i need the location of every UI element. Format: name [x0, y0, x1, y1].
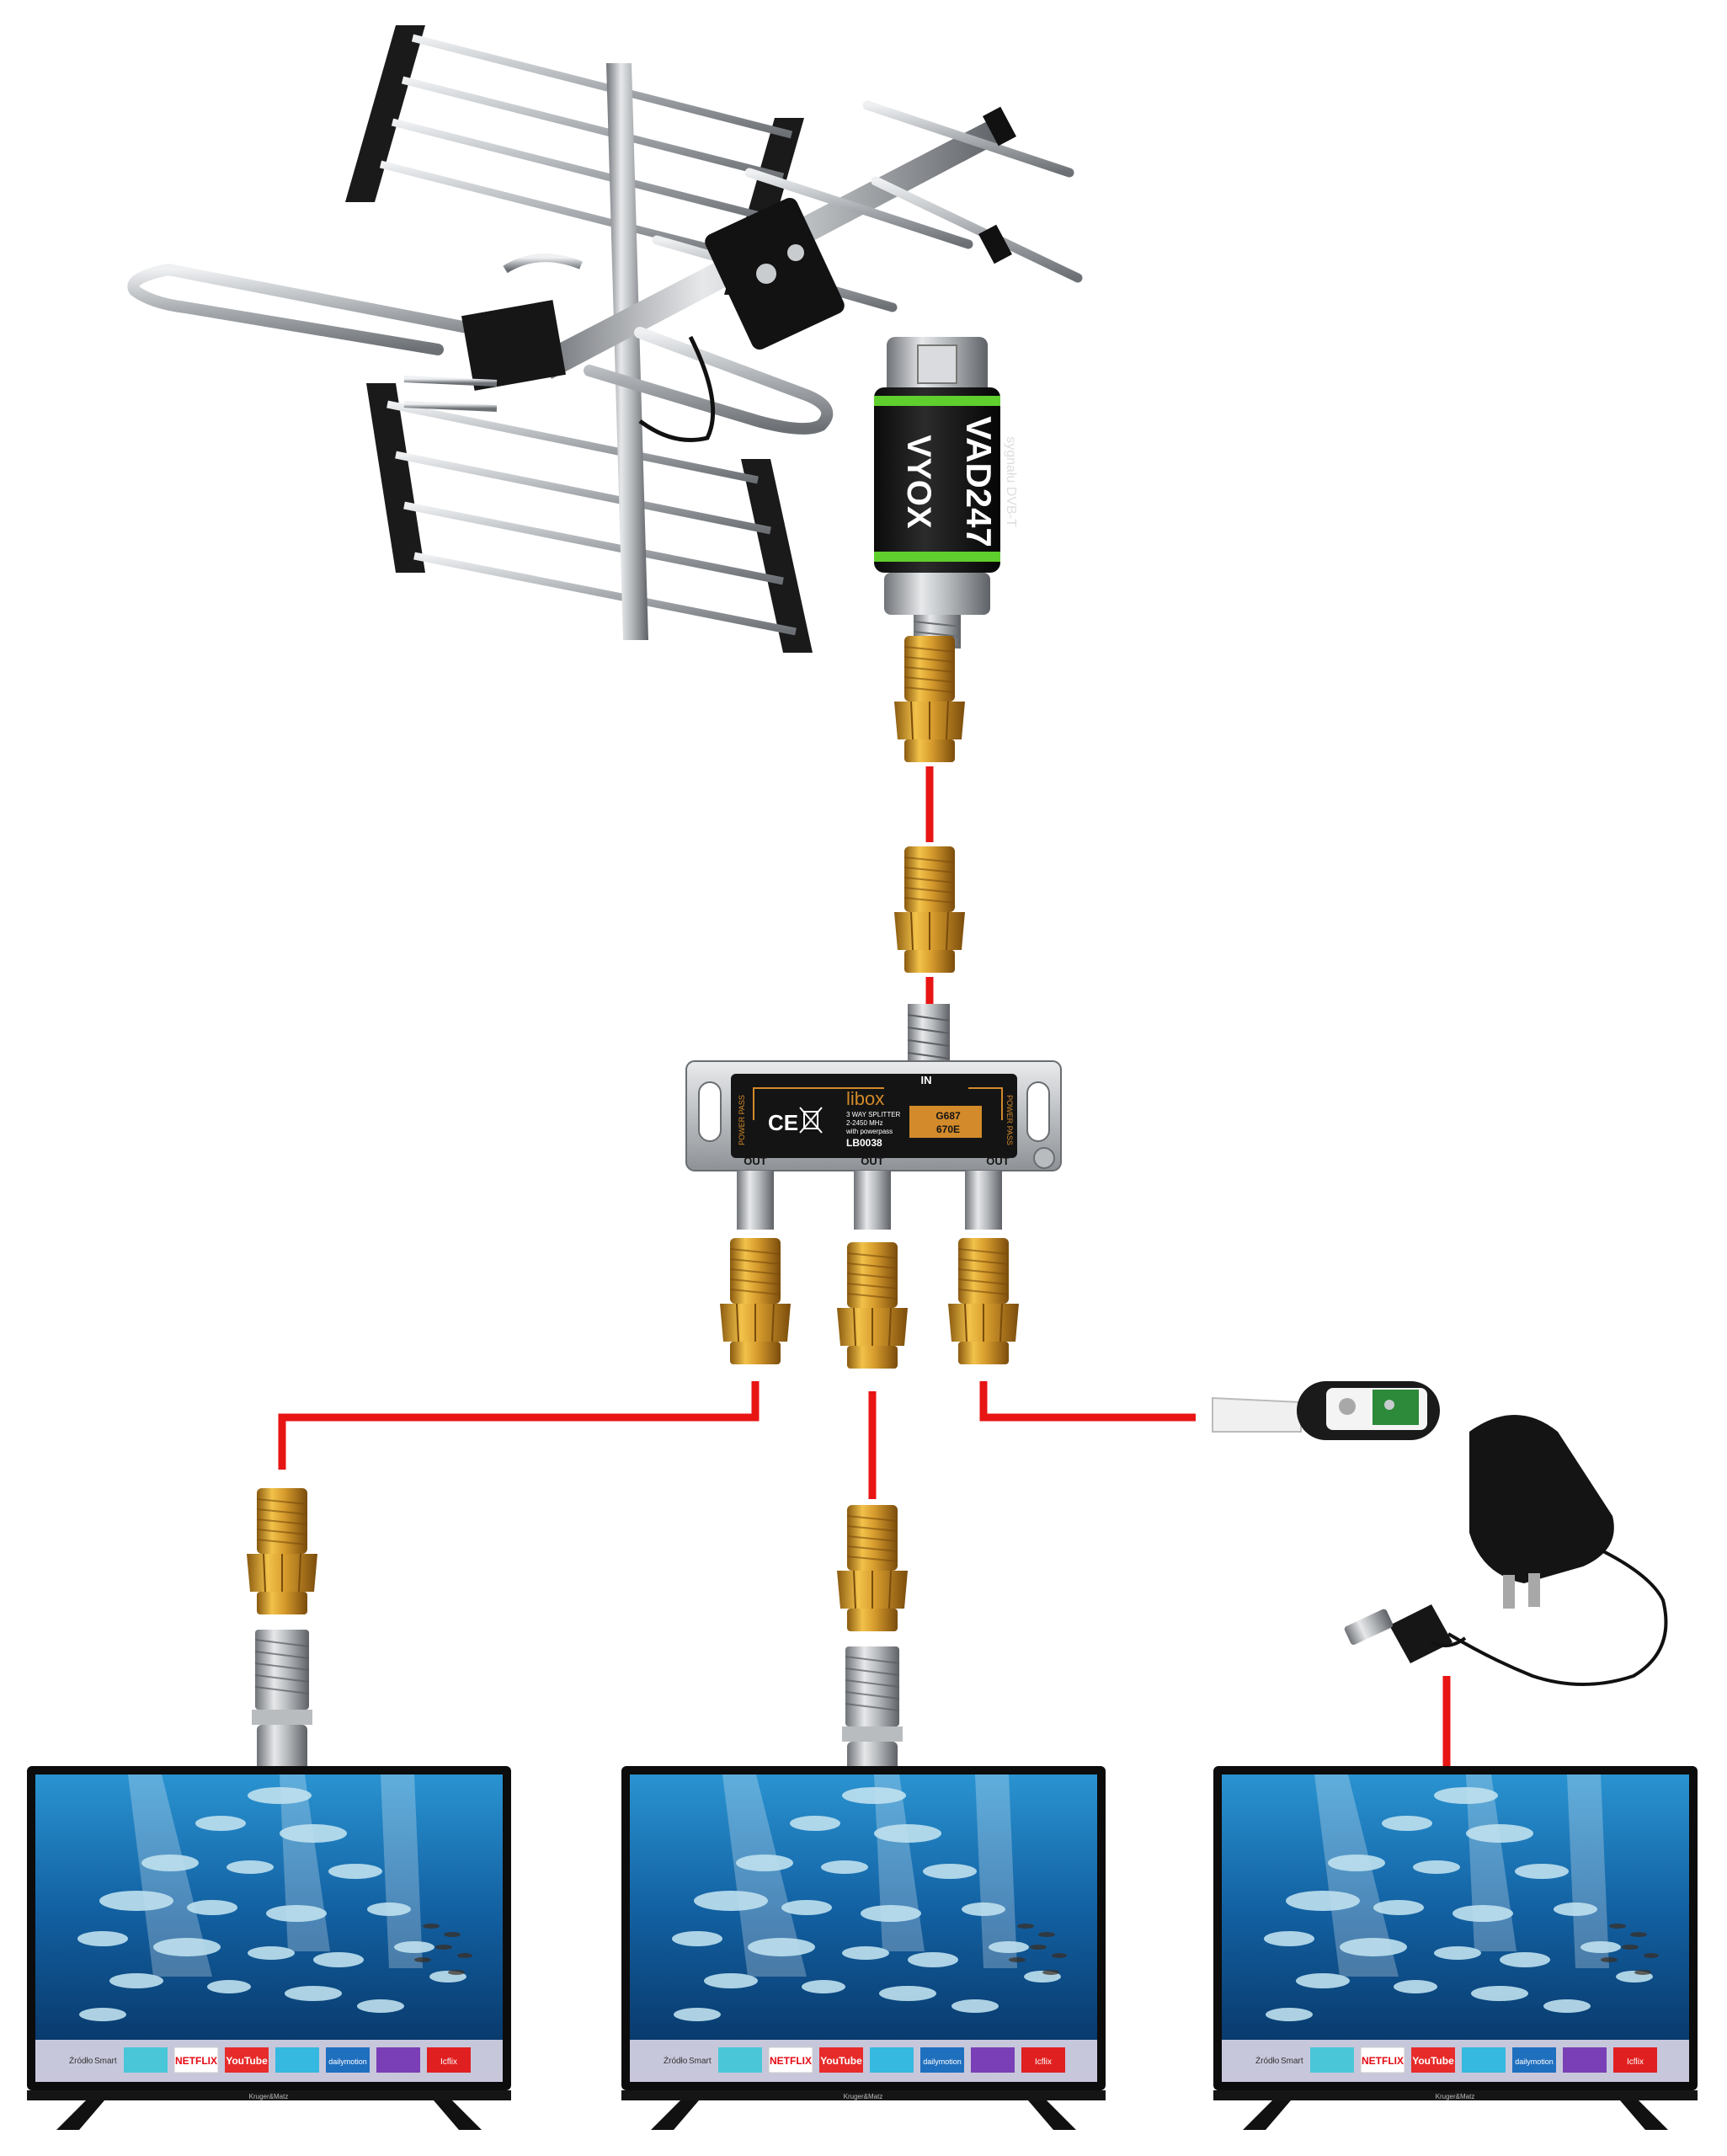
- tv-right-app-dailymotion: dailymotion: [1515, 2057, 1554, 2066]
- splitter-brand-label: libox: [846, 1088, 884, 1109]
- tv-left-app-netflix: NETFLIX: [175, 2055, 217, 2067]
- amplifier-brand-label: VYOX: [900, 435, 937, 528]
- f-connector-splitter-in: [893, 846, 966, 974]
- antenna-reflector-lower: [366, 383, 813, 653]
- tv-right-brand: Kruger&Matz: [1436, 2093, 1475, 2100]
- tv-left-brand: Kruger&Matz: [249, 2093, 289, 2100]
- tv-center: Źródło Smart NETFLIX YouTube dailymotion…: [621, 1765, 1106, 2131]
- splitter-desc-line2: 2-2450 MHz: [846, 1119, 883, 1127]
- amplifier-model-label: VAD247: [959, 416, 999, 547]
- f-connector-amp-out: [893, 635, 966, 763]
- f-connector-tv-left: [246, 1487, 318, 1615]
- three-way-splitter: IN CE libox 3 WAY SPLITTER 2-2450 MHz wi…: [685, 1004, 1062, 1230]
- tv-center-dock-smart: Smart: [689, 2057, 712, 2066]
- tv-left-app-dailymotion: dailymotion: [328, 2057, 367, 2066]
- splitter-power-pass-right: POWER PASS: [1005, 1095, 1014, 1145]
- tv-center-app-dailymotion: dailymotion: [923, 2057, 962, 2066]
- signal-amplifier: VAD247 sygnału DVB-T VYOX: [874, 337, 1018, 648]
- splitter-model-label: LB0038: [846, 1137, 882, 1149]
- tv-left-app-icflix: Icflix: [440, 2057, 457, 2067]
- tv-center-app-youtube: YouTube: [820, 2055, 862, 2067]
- splitter-out-label-right: OUT: [986, 1155, 1010, 1167]
- tv-center-app-netflix: NETFLIX: [770, 2055, 812, 2067]
- splitter-out-label-left: OUT: [744, 1155, 767, 1167]
- f-connector-out-left: [719, 1237, 792, 1365]
- splitter-power-pass-left: POWER PASS: [738, 1095, 746, 1145]
- tv-center-app-icflix: Icflix: [1035, 2057, 1052, 2067]
- tv-center-dock-source: Źródło: [664, 2055, 688, 2066]
- tv-left: Źródło Smart NETFLIX YouTube dailymotion…: [26, 1765, 512, 2131]
- coax-cables: [278, 766, 1451, 1769]
- splitter-ce-mark: CE: [768, 1110, 798, 1135]
- splitter-desc-line3: with powerpass: [845, 1128, 893, 1135]
- tv-right: Źródło Smart NETFLIX YouTube dailymotion…: [1213, 1765, 1698, 2131]
- splitter-code-line1: G687: [935, 1110, 961, 1122]
- tv-right-app-youtube: YouTube: [1412, 2055, 1454, 2067]
- tv-right-app-netflix: NETFLIX: [1362, 2055, 1404, 2067]
- tv-right-dock-source: Źródło: [1255, 2055, 1280, 2066]
- tv-left-dock-smart: Smart: [94, 2057, 117, 2066]
- tv-right-app-icflix: Icflix: [1627, 2057, 1644, 2067]
- f-connector-out-right: [947, 1237, 1020, 1365]
- amplifier-subtitle: sygnału DVB-T: [1004, 436, 1018, 527]
- weee-bin-icon: [799, 1107, 823, 1134]
- power-adapter: [1344, 1415, 1668, 1686]
- tv-center-brand: Kruger&Matz: [844, 2093, 883, 2100]
- dvbt-antenna: [127, 25, 1083, 653]
- tv-left-dock-source: Źródło: [69, 2055, 93, 2066]
- tv-right-dock-smart: Smart: [1281, 2057, 1303, 2066]
- splitter-out-label-center: OUT: [861, 1155, 884, 1167]
- splitter-desc-line1: 3 WAY SPLITTER: [846, 1111, 901, 1118]
- power-inserter-plug: [1212, 1381, 1440, 1440]
- f-connector-out-center: [836, 1241, 909, 1369]
- splitter-code-line2: 670E: [936, 1123, 960, 1135]
- cable-to-power-inserter: [979, 1381, 1196, 1422]
- f-connector-tv-center: [836, 1504, 909, 1632]
- splitter-in-label: IN: [921, 1074, 932, 1086]
- tv-left-app-youtube: YouTube: [226, 2055, 268, 2067]
- cable-to-tv-left: [278, 1381, 760, 1470]
